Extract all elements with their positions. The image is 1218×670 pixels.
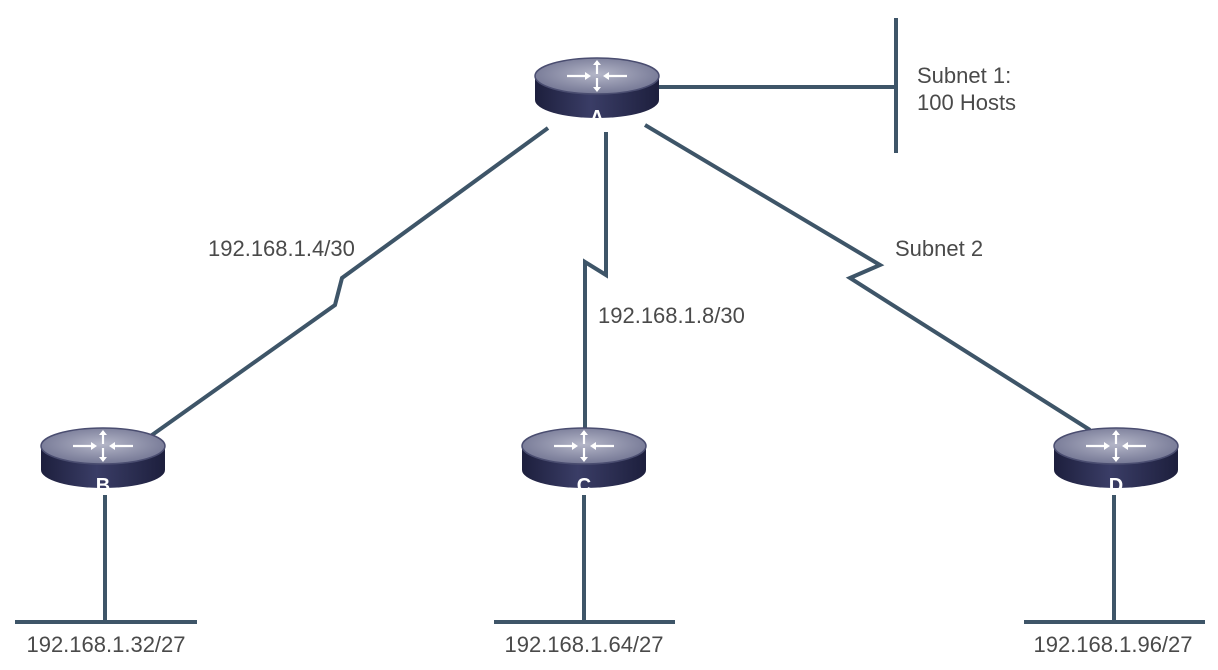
link-a-d-label: Subnet 2 <box>895 236 983 261</box>
link-a-d <box>643 123 1092 432</box>
router-a[interactable]: A <box>533 56 661 129</box>
lan-c-label: 192.168.1.64/27 <box>504 632 663 657</box>
link-a-c-label: 192.168.1.8/30 <box>598 303 745 328</box>
lan-d-label: 192.168.1.96/27 <box>1033 632 1192 657</box>
router-c-label: C <box>577 475 591 497</box>
router-d[interactable]: D <box>1052 426 1180 497</box>
link-a-c <box>583 132 608 432</box>
router-b[interactable]: B <box>39 426 167 497</box>
link-a-b <box>143 126 550 442</box>
router-a-label: A <box>590 107 604 129</box>
subnet1-label-line2: 100 Hosts <box>917 90 1016 115</box>
router-d-label: D <box>1109 475 1123 497</box>
link-a-b-label: 192.168.1.4/30 <box>208 236 355 261</box>
subnet1-label-line1: Subnet 1: <box>917 63 1011 88</box>
router-c[interactable]: C <box>520 426 648 497</box>
router-b-label: B <box>96 475 110 497</box>
lan-b-label: 192.168.1.32/27 <box>26 632 185 657</box>
